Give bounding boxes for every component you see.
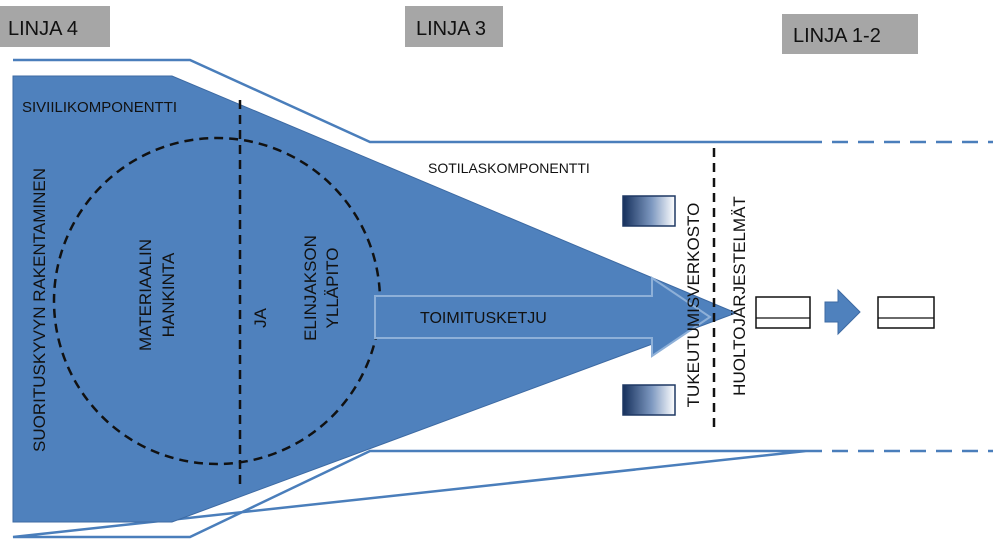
maintenance-systems-label: HUOLTOJÄRJESTELMÄT	[730, 196, 749, 396]
flow-arrow-icon	[824, 288, 861, 336]
supply-chain-label: TOIMITUSKETJU	[420, 310, 547, 327]
lifecycle-line2: YLLÄPITO	[323, 248, 342, 329]
line-4-label: LINJA 4	[8, 18, 78, 40]
material-acquisition-line1: MATERIAALIN	[136, 239, 155, 351]
capability-building-label: SUORITUSKYVYN RAKENTAMINEN	[30, 168, 49, 452]
civil-component-label: SIVIILIKOMPONENTTI	[22, 99, 177, 116]
and-label: JA	[251, 307, 270, 328]
military-component-label: SOTILASKOMPONENTTI	[428, 160, 590, 176]
line-4-header: LINJA 4	[0, 6, 110, 47]
gradient-box-bottom	[622, 384, 676, 416]
gradient-box-top	[622, 195, 676, 227]
support-network-label: TUKEUTUMISVERKOSTO	[684, 203, 703, 408]
unit-box-right	[877, 296, 935, 329]
line-3-header: LINJA 3	[405, 6, 503, 47]
line-1-2-label: LINJA 1-2	[793, 25, 881, 47]
unit-box-left	[755, 296, 811, 329]
material-acquisition-line2: HANKINTA	[159, 252, 178, 337]
line-3-label: LINJA 3	[416, 18, 486, 40]
funnel-outline	[12, 58, 807, 539]
line-1-2-header: LINJA 1-2	[782, 14, 918, 54]
lifecycle-line1: ELINJAKSON	[301, 235, 320, 341]
supply-chain-arrow	[374, 276, 712, 358]
